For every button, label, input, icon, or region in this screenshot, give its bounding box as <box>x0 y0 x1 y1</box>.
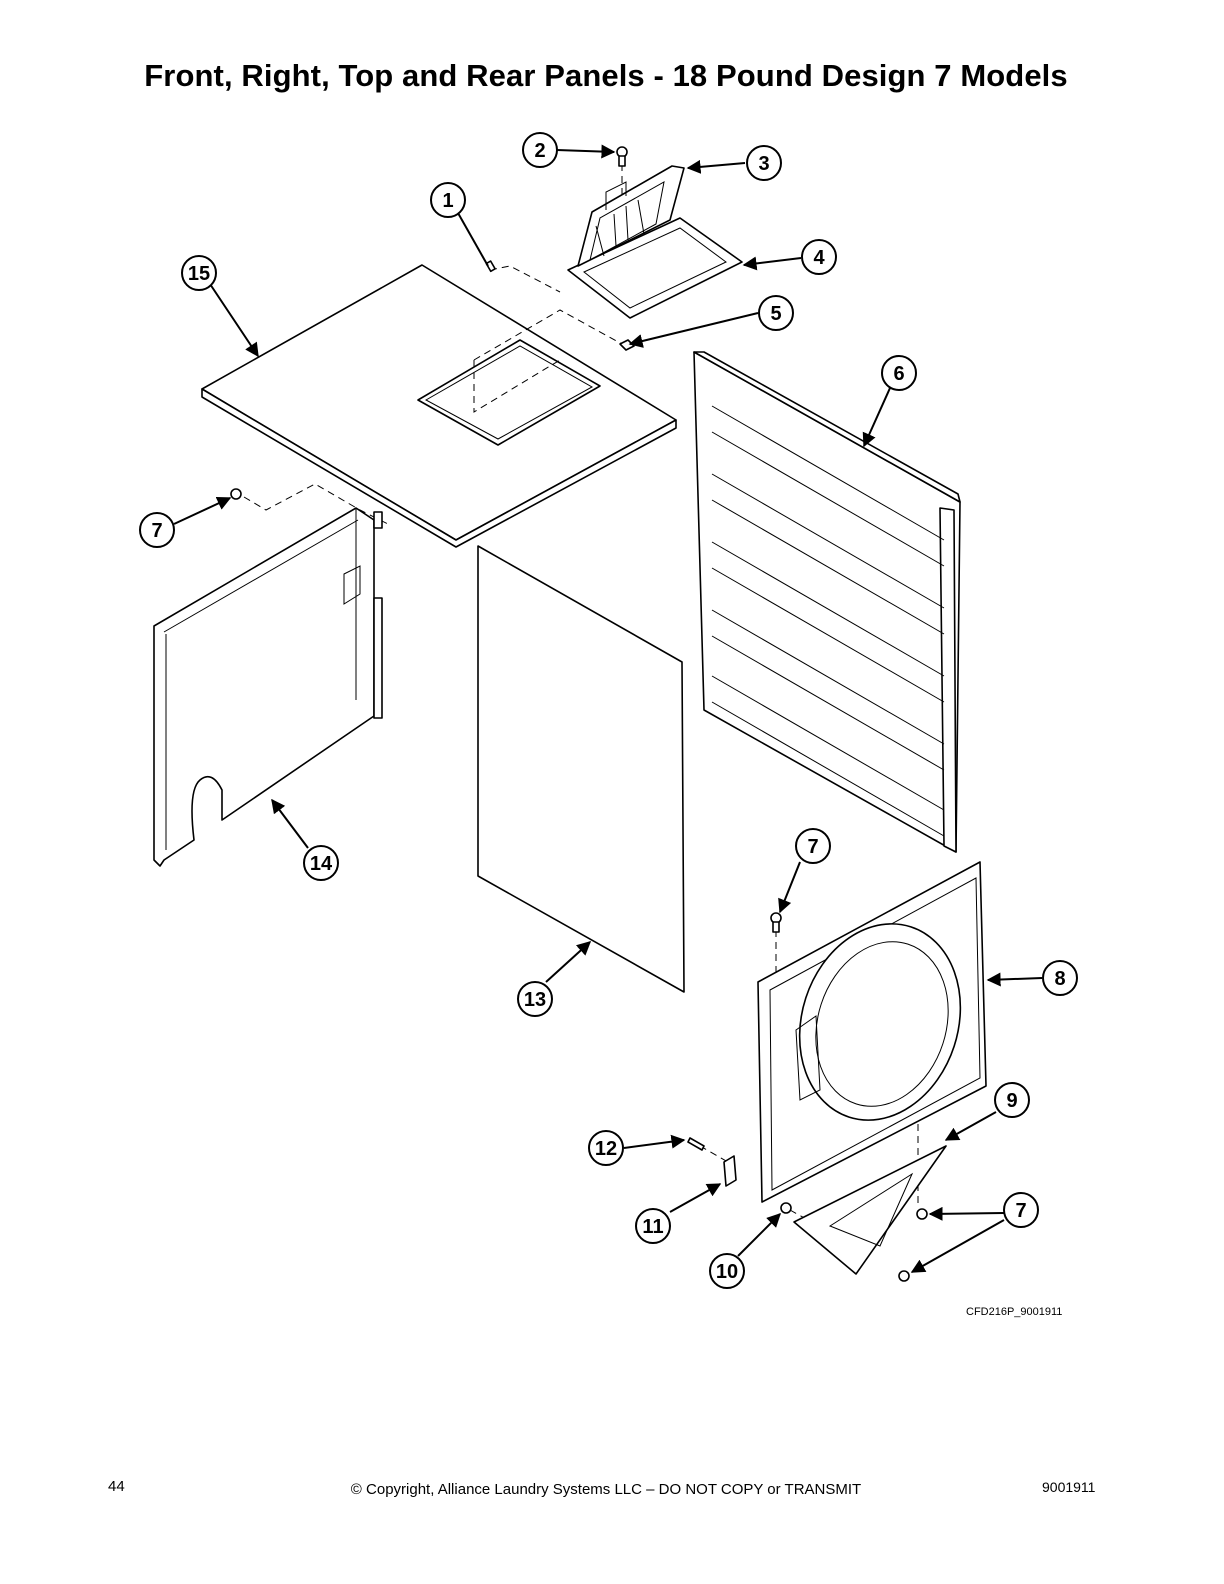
callout-3-label: 3 <box>758 153 769 175</box>
copyright-notice: © Copyright, Alliance Laundry Systems LL… <box>350 1481 862 1498</box>
lid-assembly <box>567 165 743 319</box>
callout-9-label: 9 <box>1006 1090 1017 1112</box>
callout-3: 3 <box>746 145 782 181</box>
callout-5: 5 <box>758 295 794 331</box>
callout-11: 11 <box>635 1208 671 1244</box>
callout-1: 1 <box>430 182 466 218</box>
left-front-panel <box>153 507 383 867</box>
callout-8: 8 <box>1042 960 1078 996</box>
callout-7b-label: 7 <box>807 836 818 858</box>
callout-14: 14 <box>303 845 339 881</box>
right-side-panel <box>693 351 961 853</box>
page-number: 44 <box>108 1478 125 1495</box>
callout-7c-label: 7 <box>1015 1200 1026 1222</box>
callout-8-label: 8 <box>1054 968 1065 990</box>
callout-12-label: 12 <box>595 1138 617 1160</box>
callout-1-label: 1 <box>442 190 453 212</box>
callout-4-label: 4 <box>813 247 825 269</box>
callout-2: 2 <box>522 132 558 168</box>
callout-7-top-left: 7 <box>139 512 175 548</box>
callout-15-label: 15 <box>188 263 210 285</box>
callout-7-bottom: 7 <box>1003 1192 1039 1228</box>
callout-13: 13 <box>517 981 553 1017</box>
top-panel <box>201 264 677 548</box>
callout-2-label: 2 <box>534 140 545 162</box>
callout-14-label: 14 <box>310 853 333 875</box>
callout-7a-label: 7 <box>151 520 162 542</box>
callout-6: 6 <box>881 355 917 391</box>
document-number: 9001911 <box>1042 1479 1096 1495</box>
callout-9: 9 <box>994 1082 1030 1118</box>
insulation-panel <box>477 545 685 993</box>
callout-13-label: 13 <box>524 989 546 1011</box>
callout-6-label: 6 <box>893 363 904 385</box>
leader-lines <box>173 144 1043 1273</box>
hinge-bracket <box>723 1155 737 1187</box>
callout-12: 12 <box>588 1130 624 1166</box>
screws <box>230 488 928 1282</box>
callout-4: 4 <box>801 239 837 275</box>
callout-10-label: 10 <box>716 1261 738 1283</box>
callout-11-label: 11 <box>642 1216 663 1238</box>
callout-7-front: 7 <box>795 828 831 864</box>
callout-10: 10 <box>709 1253 745 1289</box>
callout-5-label: 5 <box>770 303 781 325</box>
page-title: Front, Right, Top and Rear Panels - 18 P… <box>144 58 1068 93</box>
front-panel <box>757 861 987 1203</box>
drawing-code: CFD216P_9001911 <box>966 1306 1063 1318</box>
bottom-bracket <box>793 1145 947 1275</box>
callout-15: 15 <box>181 255 217 291</box>
